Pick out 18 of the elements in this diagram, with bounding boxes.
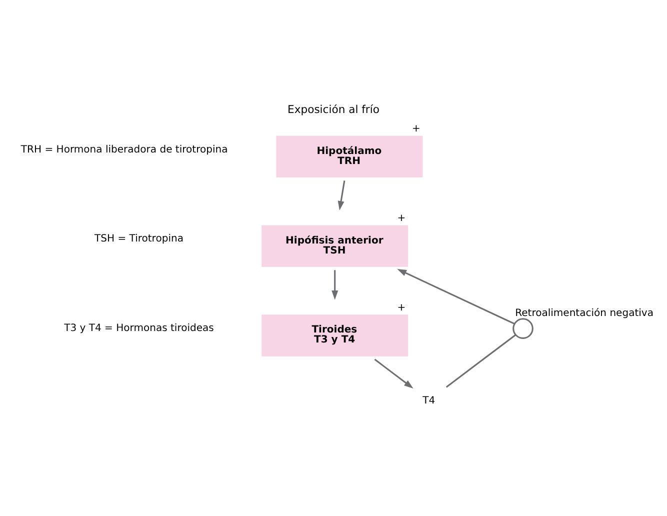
arrow xyxy=(374,358,414,388)
label: TSH = Tirotropina xyxy=(94,234,184,245)
diagram-title: Exposición al frío xyxy=(288,102,380,116)
node-label: + xyxy=(397,212,406,224)
node-box: Hipotálamo TRH xyxy=(276,136,423,178)
arrow xyxy=(332,270,338,300)
arrow xyxy=(338,180,346,210)
node-box: Tiroides T3 y T4 xyxy=(262,314,408,356)
label: TRH = Hormona liberadora de tirotropina xyxy=(20,144,228,156)
node-text: T4 xyxy=(422,396,436,407)
node-label: Retroalimentación negativa xyxy=(515,308,654,320)
node-box: Hipófisis anterior TSH xyxy=(262,225,408,267)
arrow xyxy=(397,269,515,325)
node-circle xyxy=(512,318,534,339)
node-label: + xyxy=(412,123,420,134)
node-label: + xyxy=(397,302,406,314)
label: T3 y T4 = Hormonas tiroideas xyxy=(64,323,214,334)
connector xyxy=(446,334,516,388)
